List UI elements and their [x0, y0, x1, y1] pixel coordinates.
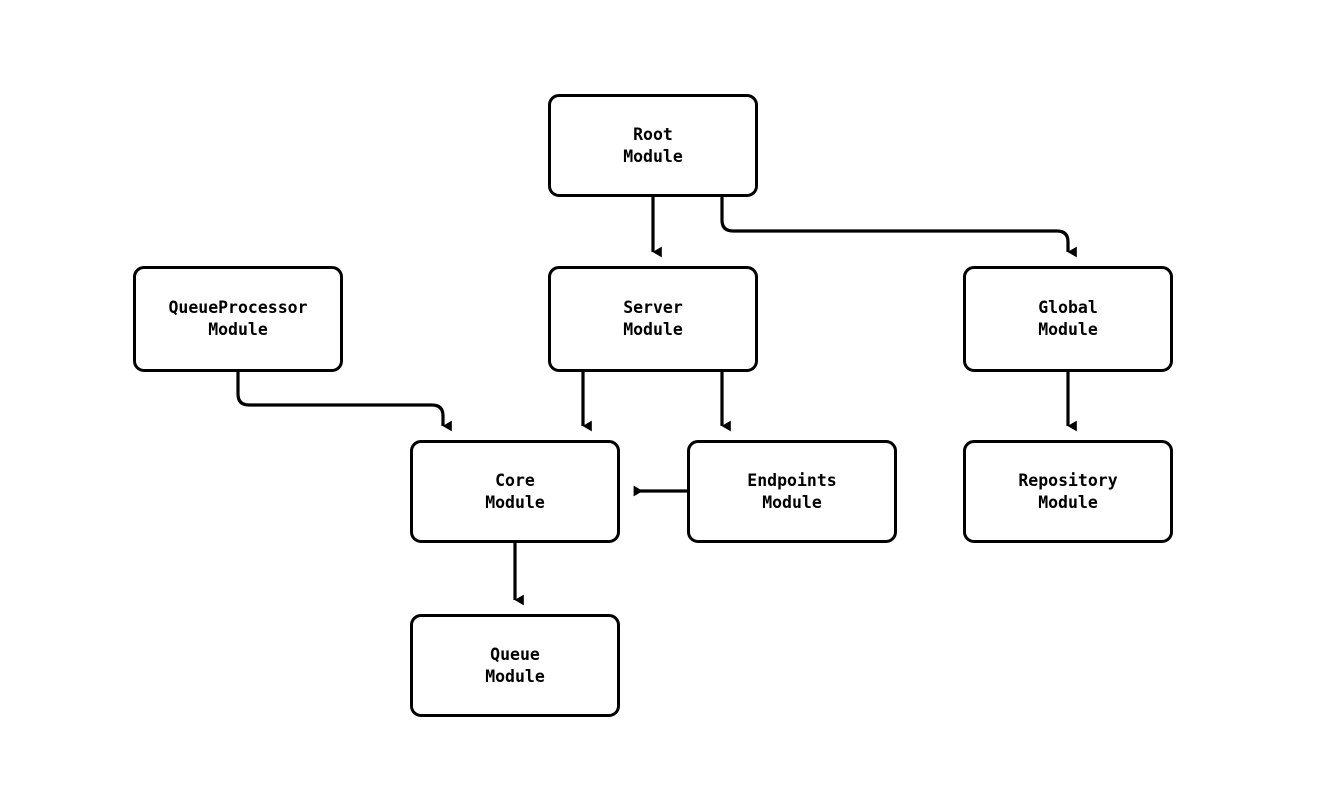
node-repository-module-line2: Module	[1038, 492, 1098, 512]
node-queueprocessor-module-line1: QueueProcessor	[168, 298, 308, 317]
node-repository-module-line1: Repository	[1018, 470, 1118, 490]
node-core-module[interactable]: Core Module	[410, 440, 620, 543]
node-endpoints-module-line1: Endpoints	[747, 470, 837, 490]
node-queueprocessor-module-line2: Module	[208, 320, 268, 339]
edge-root-to-global	[720, 197, 1077, 258]
node-core-module-line1: Core	[495, 470, 535, 490]
node-server-module-line2: Module	[623, 320, 683, 339]
node-queue-module[interactable]: Queue Module	[410, 614, 620, 717]
node-root-module-line1: Root	[633, 124, 673, 144]
node-root-module[interactable]: Root Module	[548, 94, 758, 197]
node-global-module-line1: Global	[1038, 298, 1098, 317]
node-repository-module[interactable]: Repository Module	[963, 440, 1173, 543]
node-server-module-line1: Server	[623, 298, 683, 317]
node-endpoints-module[interactable]: Endpoints Module	[687, 440, 897, 543]
node-queue-module-line1: Queue	[490, 644, 540, 664]
node-queueprocessor-module[interactable]: QueueProcessor Module	[133, 266, 343, 372]
node-server-module[interactable]: Server Module	[548, 266, 758, 372]
node-endpoints-module-line2: Module	[762, 492, 822, 512]
node-global-module[interactable]: Global Module	[963, 266, 1173, 372]
node-root-module-line2: Module	[623, 146, 683, 166]
node-queue-module-line2: Module	[485, 666, 545, 686]
node-global-module-line2: Module	[1038, 320, 1098, 339]
node-core-module-line2: Module	[485, 492, 545, 512]
edge-queueprocessor-to-core	[236, 372, 452, 432]
